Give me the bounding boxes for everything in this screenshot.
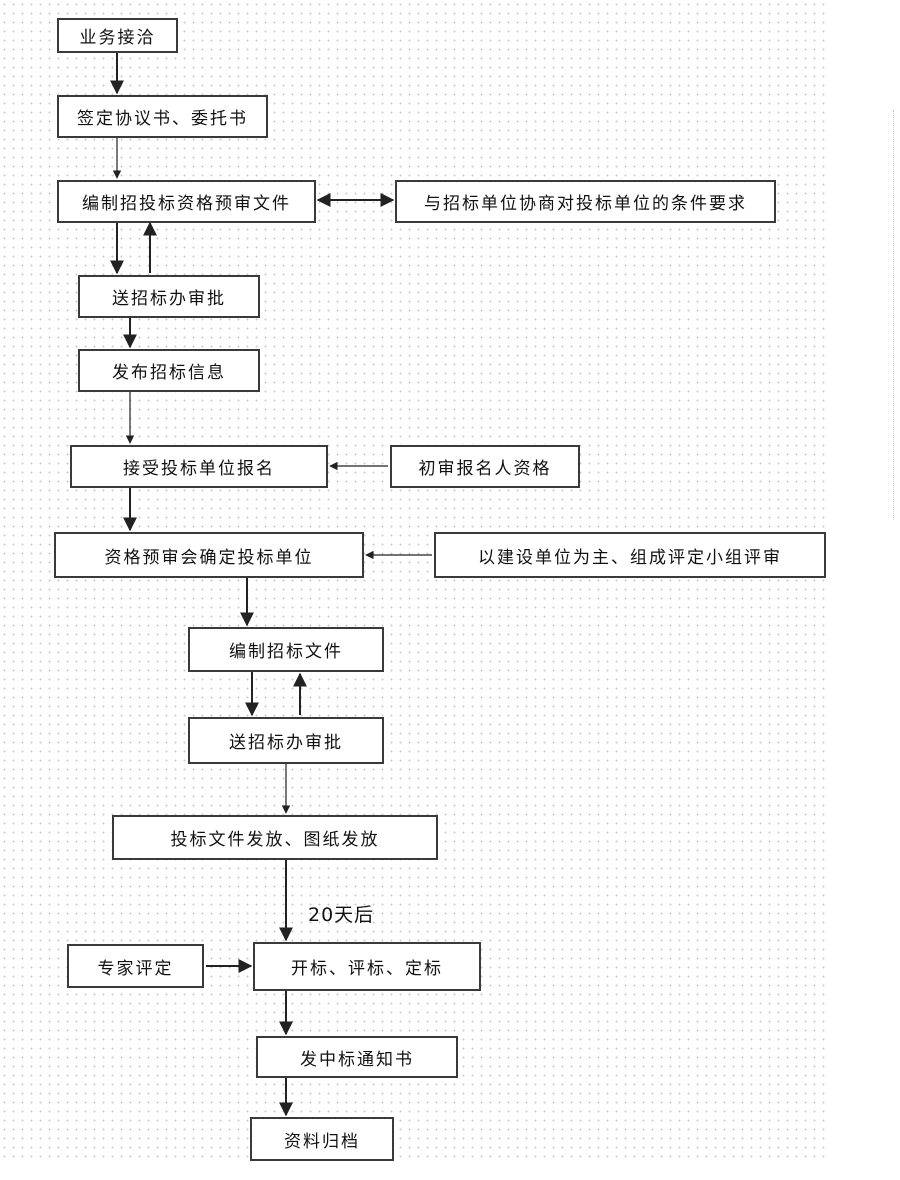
node-submit-approval-1: 送招标办审批 — [78, 275, 260, 318]
right-margin — [830, 0, 900, 1180]
node-archive: 资料归档 — [250, 1117, 394, 1161]
node-negotiate-conditions: 与招标单位协商对投标单位的条件要求 — [395, 180, 776, 223]
bottom-margin — [0, 1160, 900, 1180]
node-prequal-meeting: 资格预审会确定投标单位 — [54, 532, 364, 578]
label-after-20-days: 20天后 — [308, 904, 375, 926]
node-business-negotiation: 业务接洽 — [57, 18, 178, 53]
node-distribute-docs: 投标文件发放、图纸发放 — [112, 815, 438, 860]
node-issue-award-notice: 发中标通知书 — [256, 1036, 458, 1078]
node-review-panel: 以建设单位为主、组成评定小组评审 — [434, 532, 826, 578]
node-prepare-tender-docs: 编制招标文件 — [188, 627, 384, 672]
node-prepare-prequal-docs: 编制招投标资格预审文件 — [57, 180, 316, 223]
node-expert-evaluation: 专家评定 — [67, 944, 204, 988]
node-sign-agreement: 签定协议书、委托书 — [57, 95, 268, 138]
node-publish-info: 发布招标信息 — [78, 349, 260, 392]
edge-dotted-line — [893, 110, 894, 520]
node-submit-approval-2: 送招标办审批 — [188, 717, 384, 764]
node-accept-registration: 接受投标单位报名 — [70, 445, 328, 488]
node-open-evaluate-award: 开标、评标、定标 — [253, 942, 481, 991]
node-preliminary-review: 初审报名人资格 — [390, 445, 580, 488]
